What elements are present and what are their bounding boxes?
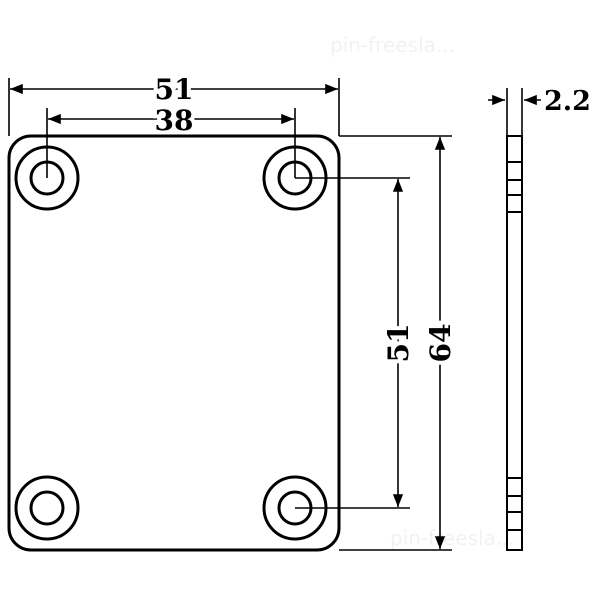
mounting-hole-bottom-left xyxy=(14,475,80,541)
dimension-label-thickness: 2.2 xyxy=(544,86,591,117)
dimension-label-overall-height: 64 xyxy=(424,324,457,363)
dimension-overall-height xyxy=(339,135,452,551)
plate-outline xyxy=(7,134,341,552)
dimension-hole-spacing-horizontal xyxy=(46,108,296,178)
watermark-text-bottom: pin-freesla... xyxy=(390,526,515,550)
dimension-hole-spacing-vertical xyxy=(295,177,410,509)
dimension-label-hole-spacing-horizontal: 38 xyxy=(155,104,194,137)
dimension-label-overall-width: 51 xyxy=(155,73,194,106)
dimension-overall-width xyxy=(8,78,340,136)
dimension-label-hole-spacing-vertical: 51 xyxy=(382,324,415,363)
plate-side-view xyxy=(506,135,523,551)
dimension-thickness xyxy=(488,88,541,136)
watermark-text: pin-freesla... xyxy=(330,33,455,57)
